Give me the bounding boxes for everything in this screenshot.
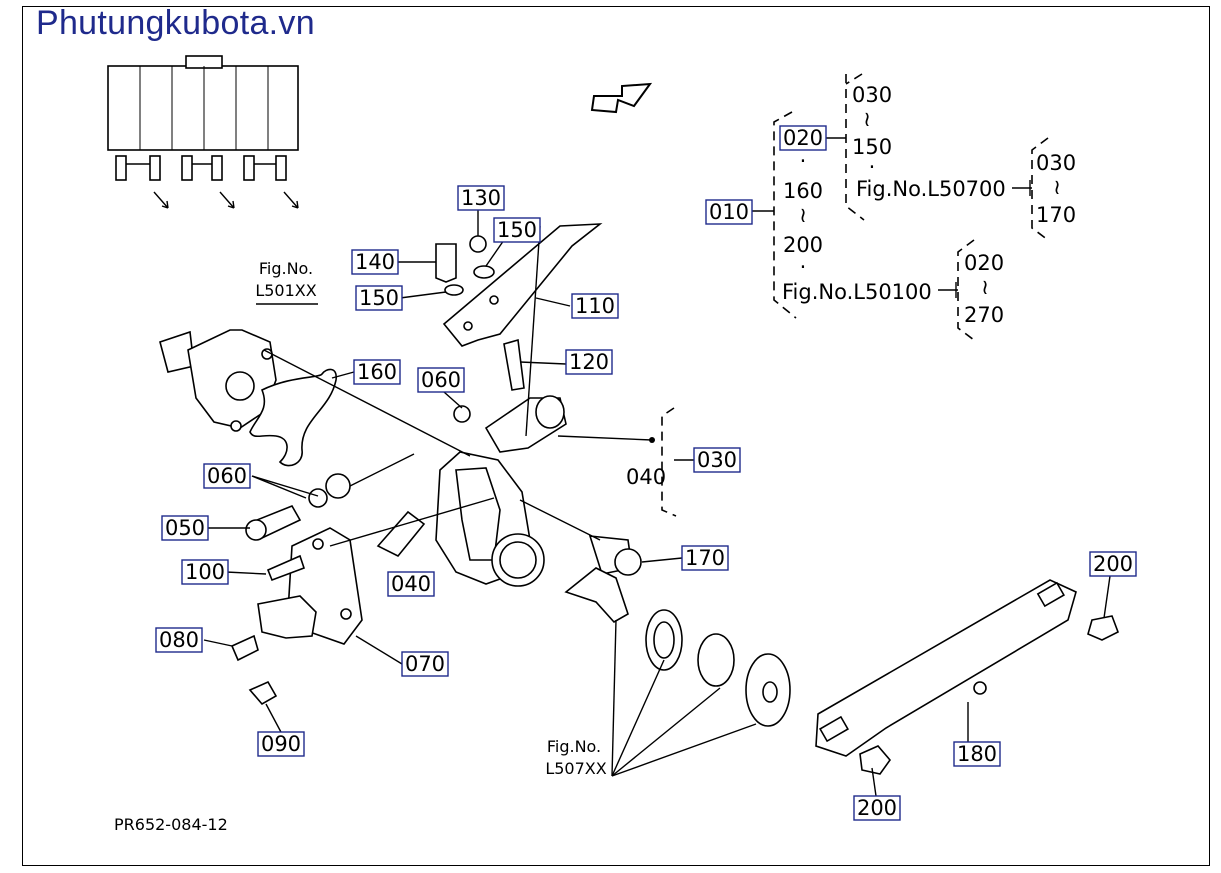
callout-label-c100[interactable]: 100: [185, 560, 225, 584]
callout-label-c060a[interactable]: 060: [421, 368, 461, 392]
shaft-assembly-l501: [159, 329, 337, 467]
leader-lines: [203, 210, 1111, 797]
callout-label-c200b[interactable]: 200: [857, 796, 897, 820]
callout-box-c200b[interactable]: [853, 795, 901, 821]
part-callouts: 130 150 140 150 110 120 160 060 060 030 050 100 040 1…: [155, 185, 1137, 821]
site-brand-logo: Phutungkubota.vn: [36, 4, 315, 42]
tree-r200: 200: [783, 233, 823, 257]
callout-label-c150b[interactable]: 150: [359, 286, 399, 310]
callout-label-c030[interactable]: 030: [697, 448, 737, 472]
callout-box-c120[interactable]: [565, 349, 613, 375]
callout-box-c150a[interactable]: [493, 217, 541, 243]
diagram-frame: [22, 6, 1210, 866]
callout-label-c170[interactable]: 170: [685, 546, 725, 570]
callout-box-c040[interactable]: [387, 571, 435, 597]
callout-label-c050[interactable]: 050: [165, 516, 205, 540]
tree-tilde-4: ≀: [981, 275, 989, 299]
callout-label-c090[interactable]: 090: [261, 732, 301, 756]
tree-sub-150: 150: [852, 135, 892, 159]
tree-root-label[interactable]: 010: [709, 200, 749, 224]
group-030-label-040: 040: [626, 465, 666, 489]
callout-box-c130[interactable]: [457, 185, 505, 211]
fig-ref-l501-line2[interactable]: L501XX: [255, 281, 316, 300]
callout-box-c050[interactable]: [161, 515, 209, 541]
callout-label-c060b[interactable]: 060: [207, 464, 247, 488]
fig-ref-l50700[interactable]: Fig.No.L50700: [856, 177, 1006, 201]
direction-arrow-icon: [590, 82, 653, 114]
cover-assembly-070: [230, 527, 363, 706]
diagram-code: PR652-084-12: [114, 815, 228, 834]
leader-dot: [649, 437, 655, 443]
callout-box-c170[interactable]: [681, 545, 729, 571]
callout-label-c130[interactable]: 130: [461, 186, 501, 210]
callout-label-c180[interactable]: 180: [957, 742, 997, 766]
callout-box-c060a[interactable]: [417, 367, 465, 393]
tree-labels: 010 020 · 160 ≀ 200 · Fig.No.L50100 030 …: [626, 83, 1076, 489]
callout-label-c140[interactable]: 140: [355, 250, 395, 274]
tree-dot-3: ·: [869, 155, 876, 179]
callout-box-c100[interactable]: [181, 559, 229, 585]
callout-box-c160[interactable]: [353, 359, 401, 385]
callout-label-c110[interactable]: 110: [575, 294, 615, 318]
tree-tilde-3: ≀: [1053, 175, 1061, 199]
reference-tree: [661, 73, 1049, 517]
tree-dot-2: ·: [800, 255, 807, 279]
tree-sub-030: 030: [852, 83, 892, 107]
tree-tilde-1: ≀: [799, 203, 807, 227]
callout-label-c040[interactable]: 040: [391, 572, 431, 596]
callout-box-c110[interactable]: [571, 293, 619, 319]
l50100-range-end: 270: [964, 303, 1004, 327]
figure-references: Fig.No. L501XX Fig.No. L507XX: [255, 259, 606, 778]
callout-box-c090[interactable]: [257, 731, 305, 757]
tree-dot-1: ·: [800, 149, 807, 173]
callout-box-c180[interactable]: [953, 741, 1001, 767]
fig-ref-l507-line1[interactable]: Fig.No.: [547, 737, 601, 756]
bolts-and-washers: [245, 235, 642, 582]
callout-label-c080[interactable]: 080: [159, 628, 199, 652]
callout-label-c150a[interactable]: 150: [497, 218, 537, 242]
tree-node-020[interactable]: 020: [783, 126, 823, 150]
callout-box-c200a[interactable]: [1089, 551, 1137, 577]
callout-box-c030[interactable]: [693, 447, 741, 473]
fig-ref-l50100[interactable]: Fig.No.L50100: [782, 280, 932, 304]
callout-box-c140[interactable]: [351, 249, 399, 275]
callout-box-c080[interactable]: [155, 627, 203, 653]
tree-r160: 160: [783, 179, 823, 203]
callout-box-c150b[interactable]: [355, 285, 403, 311]
overview-thumbnail: [107, 55, 299, 209]
fig-ref-l507-line2[interactable]: L507XX: [545, 759, 606, 778]
l50100-range-start: 020: [964, 251, 1004, 275]
fig-ref-l501-line1[interactable]: Fig.No.: [259, 259, 313, 278]
l50700-range-end: 170: [1036, 203, 1076, 227]
callout-label-c070[interactable]: 070: [405, 652, 445, 676]
shaft-bearing-l507: [564, 567, 791, 727]
callout-label-c160[interactable]: 160: [357, 360, 397, 384]
l50700-range-start: 030: [1036, 151, 1076, 175]
callout-box-c060b[interactable]: [203, 463, 251, 489]
callout-box-c070[interactable]: [401, 651, 449, 677]
tree-tilde-2: ≀: [863, 107, 871, 131]
callout-label-c120[interactable]: 120: [569, 350, 609, 374]
callout-label-c200a[interactable]: 200: [1093, 552, 1133, 576]
housing-assembly: [435, 395, 567, 587]
arm-180: [815, 579, 1120, 775]
